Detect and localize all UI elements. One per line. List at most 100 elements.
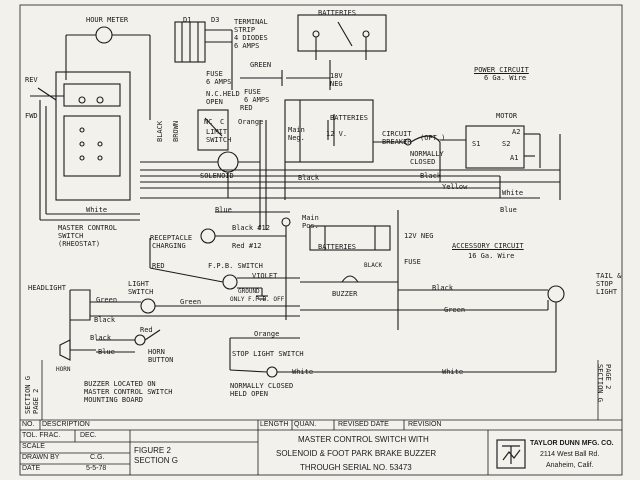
light-switch-label: LIGHT [128, 280, 150, 288]
tb-title-2: SOLENOID & FOOT PARK BRAKE BUZZER [276, 449, 437, 458]
buzzer-note-label-3: MOUNTING BOARD [84, 396, 144, 404]
fuse-3-label: FUSE [404, 258, 421, 266]
d1-label: D1 [183, 16, 192, 24]
buzzer-note-label-2: MASTER CONTROL SWITCH [84, 388, 173, 396]
brown-vertical-label: BROWN [172, 120, 180, 142]
charging-label: CHARGING [152, 242, 186, 250]
a2-label: A2 [512, 128, 521, 136]
power-wire-label: 6 Ga. Wire [484, 74, 527, 82]
terminal-strip-label-2: STRIP [234, 26, 256, 34]
ground-label: GROUND [238, 288, 260, 295]
rheostat-label: (RHEOSTAT) [58, 240, 101, 248]
12v-label: 12 V. [326, 130, 348, 138]
accessory-circuit-label: ACCESSORY CIRCUIT [452, 242, 524, 250]
main-neg-label-2: Neg. [288, 134, 305, 142]
tb-title-1: MASTER CONTROL SWITCH WITH [298, 435, 429, 444]
yellow-wire-label: Yellow [442, 183, 468, 191]
tb-dec: DEC. [80, 432, 97, 439]
tb-description: DESCRIPTION [42, 421, 90, 428]
solenoid-label: SOLENOID [200, 172, 234, 180]
fwd-label: FWD [25, 112, 38, 120]
master-control-switch-label: SWITCH [58, 232, 84, 240]
tb-figure: FIGURE 2 [134, 446, 171, 455]
motor-label: MOTOR [496, 112, 518, 120]
orange-wire-label-2: Orange [254, 330, 280, 338]
black-wire-label-2: Black [420, 172, 442, 180]
normally-closed-label-2: CLOSED [410, 158, 436, 166]
tb-drawn-by: DRAWN BY [22, 454, 60, 461]
tb-revised-date: REVISED DATE [338, 421, 389, 428]
fuse-1-label: FUSE [206, 70, 223, 78]
headlight-label: HEADLIGHT [28, 284, 66, 292]
red-label-3: Red [140, 326, 153, 334]
red-label-2: RED [152, 262, 165, 270]
buzzer-note-label-1: BUZZER LOCATED ON [84, 380, 156, 388]
black-vertical-label: BLACK [156, 120, 164, 142]
tb-date: DATE [22, 465, 41, 472]
orange-label-1: Orange [238, 118, 264, 126]
company-logo [496, 439, 526, 469]
main-pos-label: Main [302, 214, 319, 222]
master-control-label: MASTER CONTROL [58, 224, 118, 232]
white-wire-label-2: White [86, 206, 108, 214]
fuse-2-label: FUSE [244, 88, 261, 96]
blue-wire-label-3: Blue [98, 348, 115, 356]
black12-label: Black #12 [232, 224, 270, 232]
page-left-label: PAGE 2 [32, 388, 40, 414]
limit-switch-label: SWITCH [206, 136, 232, 144]
held-open-label: HELD OPEN [230, 390, 268, 398]
tb-address: 2114 West Ball Rd. [540, 451, 600, 458]
tb-quan: QUAN. [294, 421, 317, 428]
stop-label: STOP [596, 280, 613, 288]
black-wire-label-4: Black [94, 316, 116, 324]
white-wire-label-4: White [442, 368, 464, 376]
fuse-1-amps-label: 6 AMPS [206, 78, 232, 86]
fpb-switch-label: F.P.B. SWITCH [208, 262, 263, 270]
a1-label: A1 [510, 154, 519, 162]
c-label: C [220, 118, 225, 126]
black-wire-label-6: Black [432, 284, 454, 292]
18v-neg-label: NEG [330, 80, 343, 88]
normally-closed-held-label: NORMALLY CLOSED [230, 382, 294, 390]
light-switch-label-2: SWITCH [128, 288, 154, 296]
d3-label: D3 [211, 16, 220, 24]
18v-label: 18V [330, 72, 343, 80]
black-label-3: BLACK [364, 262, 383, 269]
circuit-breaker-label-2: BREAKER [382, 138, 412, 146]
tb-length: LENGTH [260, 421, 289, 428]
s2-label: S2 [502, 140, 511, 148]
page-right-label: PAGE 2 [604, 364, 612, 390]
horn-speaker-label: HORN [56, 366, 71, 373]
green-wire-label-3: Green [444, 306, 466, 314]
black-wire-label-1: Black [298, 174, 320, 182]
stop-light-switch-label: STOP LIGHT SWITCH [232, 350, 304, 358]
12v-neg-label: 12V NEG [404, 232, 434, 240]
tb-title-3: THROUGH SERIAL NO. 53473 [300, 463, 412, 472]
rev-label: REV [25, 76, 38, 84]
power-circuit-label: POWER CIRCUIT [474, 66, 529, 74]
red12-label: Red #12 [232, 242, 262, 250]
terminal-strip-label-4: 6 AMPS [234, 42, 260, 50]
main-neg-label: Main [288, 126, 305, 134]
horn-label: HORN [148, 348, 165, 356]
tb-company: TAYLOR DUNN MFG. CO. [530, 440, 614, 447]
horn-button-label: BUTTON [148, 356, 174, 364]
s1-label: S1 [472, 140, 481, 148]
fuse-2-amps-label: 6 AMPS [244, 96, 270, 104]
tb-tol-frac: TOL. FRAC. [22, 432, 61, 439]
batteries-mid-label: BATTERIES [330, 114, 368, 122]
tb-city: Anaheim, Calif. [546, 462, 594, 469]
blue-wire-label-2: Blue [215, 206, 232, 214]
buzzer-label: BUZZER [332, 290, 358, 298]
violet-label: VIOLET [252, 272, 278, 280]
terminal-strip-label-3: 4 DIODES [234, 34, 268, 42]
blue-wire-label-1: Blue [500, 206, 517, 214]
tb-date-value: 5-5-78 [86, 465, 107, 472]
nc-held-label: N.C.HELD [206, 90, 240, 98]
main-pos-label-2: Pos. [302, 222, 319, 230]
black-wire-label-5: Black [90, 334, 112, 342]
tb-revision: REVISION [408, 421, 442, 428]
tb-no: NO. [22, 421, 35, 428]
section-left-label: SECTION G [24, 376, 32, 414]
